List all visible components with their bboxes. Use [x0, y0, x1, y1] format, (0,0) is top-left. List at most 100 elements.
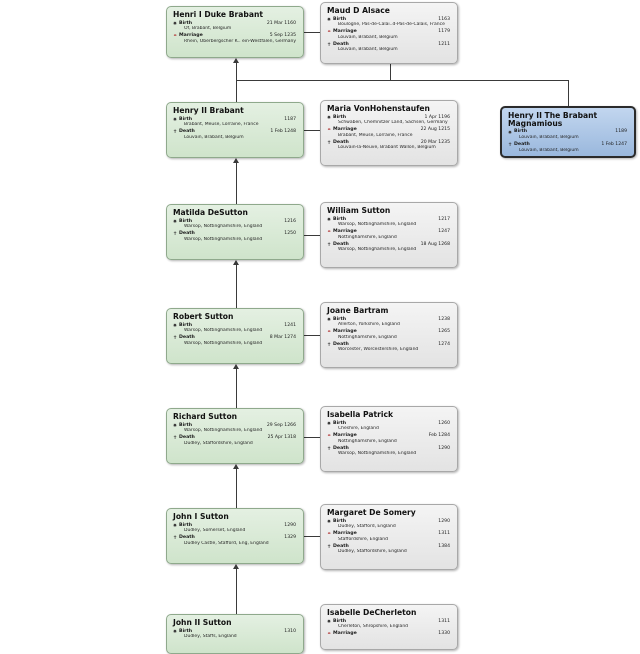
event-label: ⚭Marriage: [172, 33, 203, 40]
birth-icon: ✸: [326, 618, 332, 625]
event-label: ⚭Marriage: [326, 29, 357, 36]
connector-line: [236, 80, 390, 81]
event-label: ✝Death: [326, 139, 349, 146]
birth-icon: ✸: [326, 16, 332, 23]
birth-icon: ✸: [172, 422, 178, 429]
event-place: Cheshire, England: [338, 426, 379, 432]
event-label: ✸Birth: [326, 618, 347, 625]
event-label: ⚭Marriage: [326, 631, 357, 638]
event-date: 1187: [284, 116, 296, 122]
person-name: John II Sutton: [173, 618, 232, 627]
event-date: 1 Feb 1247: [601, 141, 627, 147]
event-date: 1189: [615, 129, 627, 135]
event-date: 1290: [284, 522, 296, 528]
event-date: 1 Apr 1196: [424, 114, 450, 120]
event-date: 1179: [438, 29, 450, 35]
marriage-icon: ⚭: [326, 329, 332, 336]
death-icon: ✝: [326, 241, 332, 248]
event-label: ✸Birth: [326, 114, 347, 121]
event-place: Nottinghamshire, England: [338, 334, 397, 340]
event-date: 18 Aug 1268: [420, 241, 450, 247]
marriage-icon: ⚭: [326, 433, 332, 440]
event-date: 21 Mar 1160: [266, 20, 296, 26]
birth-icon: ✸: [326, 316, 332, 323]
event-label: ✝Death: [507, 141, 530, 149]
event-label: ⚭Marriage: [326, 229, 357, 236]
death-icon: ✝: [172, 435, 178, 442]
person-name: John I Sutton: [173, 512, 229, 521]
event-place: Dudley, Somerset, England: [184, 528, 246, 534]
event-place: Warsop, Nottinghamshire, England: [338, 247, 417, 253]
event-label: ✸Birth: [507, 129, 528, 136]
event-date: 1211: [438, 41, 450, 47]
connector-line: [236, 568, 237, 614]
event-date: 1 Feb 1248: [270, 129, 296, 135]
event-place: Of, Brabant, Belgium: [184, 26, 232, 32]
death-icon: ✝: [326, 445, 332, 452]
connector-line: [236, 368, 237, 408]
marriage-icon: ⚭: [326, 29, 332, 36]
event-label: ⚭Marriage: [326, 127, 357, 134]
birth-icon: ✸: [172, 628, 178, 635]
event-date: 1265: [438, 329, 450, 335]
birth-icon: ✸: [172, 20, 178, 27]
event-place: Dudley, Staffordshire, England: [184, 440, 253, 446]
event-place: Louvain, Brabant, Belgium: [338, 47, 398, 53]
event-place: Warsop, Nottinghamshire, England: [184, 224, 263, 230]
event-place: Warsop, Nottinghamshire, England: [184, 236, 263, 242]
birth-icon: ✸: [507, 129, 513, 136]
connector-line: [236, 264, 237, 308]
marriage-icon: ⚭: [326, 531, 332, 538]
event-date: 1310: [284, 628, 296, 634]
event-label: ✝Death: [326, 543, 349, 550]
event-label: ✸Birth: [326, 16, 347, 23]
event-label: ✸Birth: [172, 20, 193, 27]
event-date: 1250: [284, 231, 296, 237]
event-date: 1329: [284, 535, 296, 541]
event-label: ✝Death: [326, 445, 349, 452]
event-label: ⚭Marriage: [326, 531, 357, 538]
event-label: ✸Birth: [172, 522, 193, 529]
death-icon: ✝: [172, 335, 178, 342]
event-date: 1163: [438, 16, 450, 22]
event-place: Louvain, Brabant, Belgium: [519, 147, 579, 153]
event-place: Dudley, Staffs, England: [184, 634, 237, 640]
connector-arrow: [233, 260, 239, 265]
birth-icon: ✸: [326, 114, 332, 121]
